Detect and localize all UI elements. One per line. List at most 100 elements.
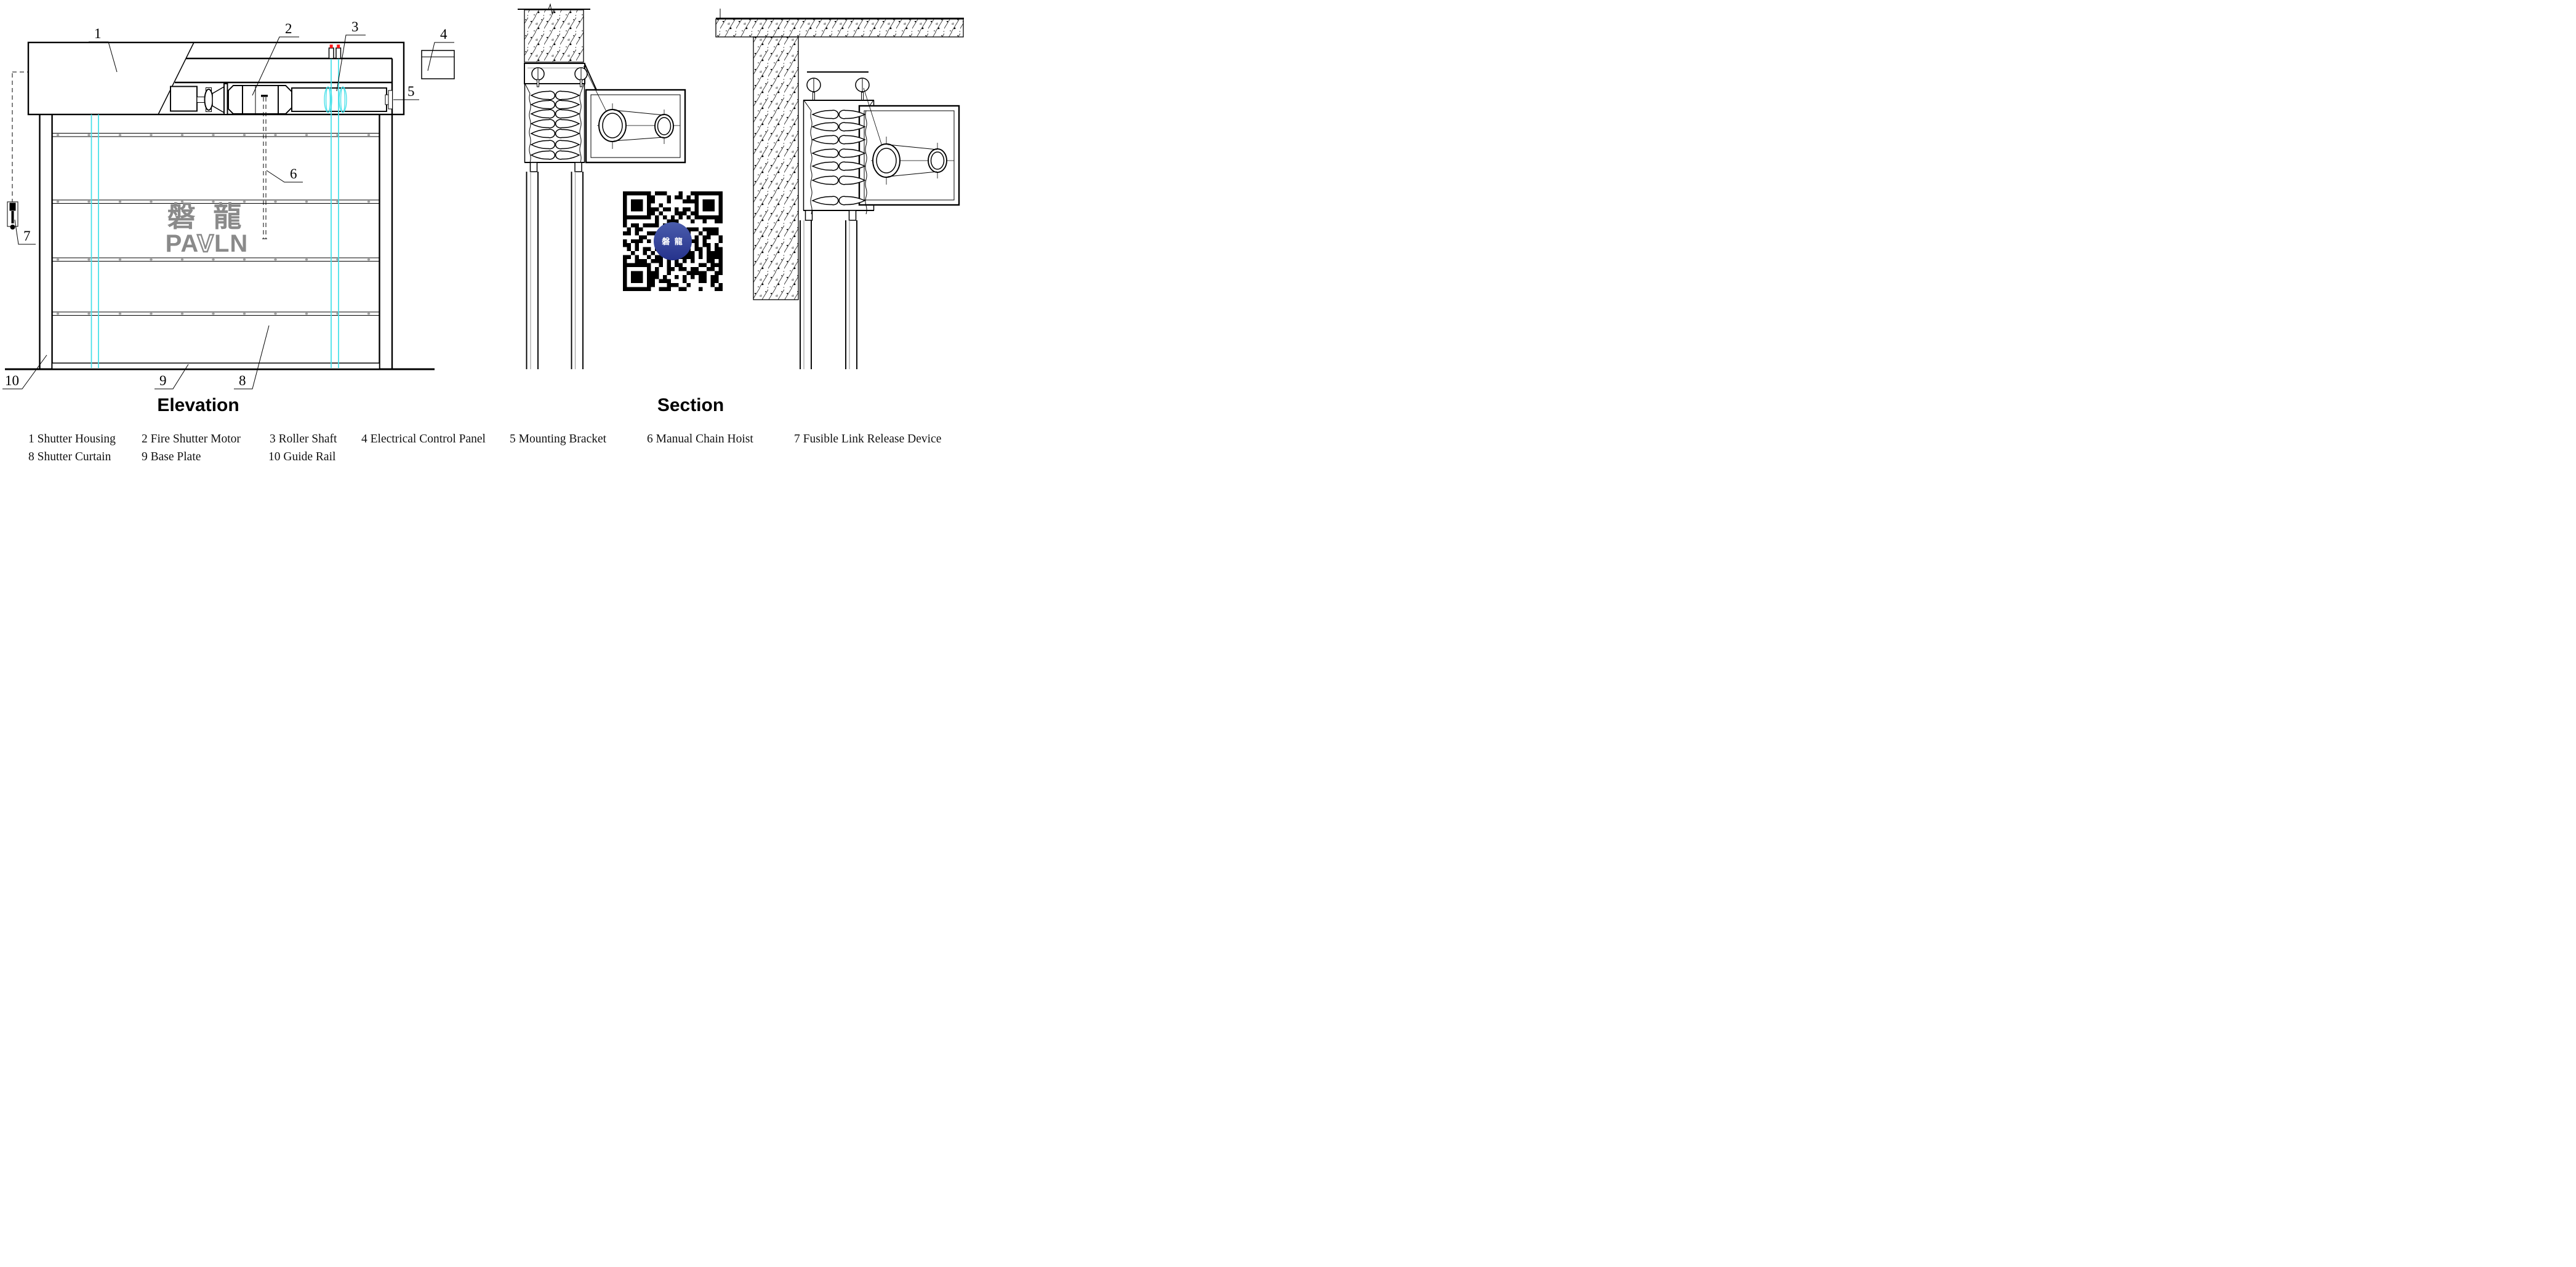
rivet-dot <box>274 313 277 315</box>
concrete-lintel <box>524 9 584 63</box>
rivet-dot <box>87 313 90 315</box>
qr-code: 磐 龍 <box>623 191 723 291</box>
rivet-dot <box>56 258 60 261</box>
mounting-bracket <box>385 90 393 110</box>
rivet-dot <box>243 201 246 203</box>
coil-slat <box>838 110 866 119</box>
coil-slat <box>811 122 839 132</box>
rivet-dot <box>305 258 308 261</box>
legend-item-2: 2 Fire Shutter Motor <box>142 433 241 446</box>
rivet-dot <box>212 258 215 261</box>
rivet-dot <box>150 134 153 136</box>
shutter-curtain-slats <box>52 133 380 316</box>
logo-cjk-text: 磐 龍 <box>167 201 247 233</box>
rivet-dot <box>118 313 122 315</box>
rivet-dot <box>274 201 277 203</box>
qr-center-text: 磐 龍 <box>662 237 684 246</box>
callout-number: 10 <box>5 373 19 388</box>
technical-drawing: 磐 龍 PAVLN 1 2 3 4 5 6 7 <box>2 3 964 463</box>
coil-slat <box>530 150 556 160</box>
pulley-bracket <box>524 63 597 90</box>
callout-10: 10 <box>2 354 47 390</box>
coil-slat <box>555 140 580 150</box>
section-right-detail <box>715 9 964 369</box>
rivet-dot <box>87 134 90 136</box>
manual-chain-hoist <box>261 95 268 239</box>
coil-slat <box>811 175 839 185</box>
callout-number: 9 <box>159 373 167 388</box>
chain-wheel-loops <box>324 86 347 113</box>
coil-slat <box>811 110 839 119</box>
rivet-dot <box>118 201 122 203</box>
callout-2: 2 <box>252 21 299 96</box>
rivet-dot <box>150 313 153 315</box>
rivet-dot <box>118 258 122 261</box>
coil-slat <box>811 148 839 158</box>
rivet-dot <box>150 258 153 261</box>
legend-item-6: 6 Manual Chain Hoist <box>647 433 753 446</box>
coil-slat <box>530 140 556 150</box>
drive-motor-box <box>858 87 960 206</box>
legend-item-5: 5 Mounting Bracket <box>510 433 607 446</box>
callout-number: 2 <box>285 21 292 36</box>
rivet-dot <box>305 201 308 203</box>
coil-slat <box>838 135 866 145</box>
coil-slat <box>838 161 866 171</box>
qr-center-badge <box>654 222 692 260</box>
fusible-link-release-device <box>7 71 28 230</box>
callout-1: 1 <box>89 26 118 73</box>
coil-slat <box>838 122 866 132</box>
rivet-dot <box>243 134 246 136</box>
parts-legend: 1 Shutter Housing 2 Fire Shutter Motor 3 R… <box>28 433 941 463</box>
rivet-dot <box>87 258 90 261</box>
coil-slat <box>838 148 866 158</box>
limit-switch-posts <box>328 44 342 59</box>
section-guide-rails <box>800 210 857 369</box>
rivet-dot <box>56 134 60 136</box>
callout-number: 3 <box>351 19 359 34</box>
rivet-dot <box>243 258 246 261</box>
rivet-dot <box>180 313 184 315</box>
rivet-dot <box>274 134 277 136</box>
coil-slat <box>838 196 866 206</box>
coil-slat <box>530 100 556 110</box>
section-left-detail <box>518 3 686 369</box>
rivet-dot <box>367 134 371 136</box>
coil-slat <box>838 175 866 185</box>
coil-slat <box>555 129 580 138</box>
rivet-dot <box>212 201 215 203</box>
callout-number: 1 <box>94 26 102 41</box>
curtain-logo: 磐 龍 PAVLN <box>166 201 248 258</box>
concrete-slab <box>715 18 964 38</box>
housing-cutaway-line <box>158 42 195 115</box>
control-cables-right <box>331 48 339 368</box>
callout-6: 6 <box>266 166 303 183</box>
legend-item-9: 9 Base Plate <box>142 450 201 463</box>
coil-slat <box>530 90 556 100</box>
legend-item-4: 4 Electrical Control Panel <box>361 433 486 446</box>
rivet-dot <box>367 258 371 261</box>
rivet-dot <box>305 134 308 136</box>
callout-number: 5 <box>407 84 415 99</box>
drive-motor-box <box>583 65 686 164</box>
rivet-dot <box>180 134 184 136</box>
rivet-dot <box>150 201 153 203</box>
elevation-view: 磐 龍 PAVLN 1 2 3 4 5 6 7 <box>2 19 455 415</box>
rivet-dot <box>212 134 215 136</box>
callout-7: 7 <box>14 219 36 245</box>
fire-shutter-motor <box>170 83 292 115</box>
legend-item-1: 1 Shutter Housing <box>28 433 116 446</box>
callout-8: 8 <box>234 325 270 390</box>
callout-number: 7 <box>23 228 31 244</box>
legend-item-3: 3 Roller Shaft <box>270 433 337 446</box>
base-plate <box>51 362 380 370</box>
callout-4: 4 <box>427 26 454 71</box>
rivet-dot <box>212 313 215 315</box>
callout-number: 8 <box>239 373 246 388</box>
legend-item-7: 7 Fusible Link Release Device <box>794 433 941 446</box>
rivet-dot <box>367 201 371 203</box>
pulley-bracket <box>803 71 874 101</box>
rivet-dot <box>367 313 371 315</box>
rivet-dot <box>56 313 60 315</box>
drawing-canvas: 磐 龍 PAVLN 1 2 3 4 5 6 7 <box>0 0 965 474</box>
